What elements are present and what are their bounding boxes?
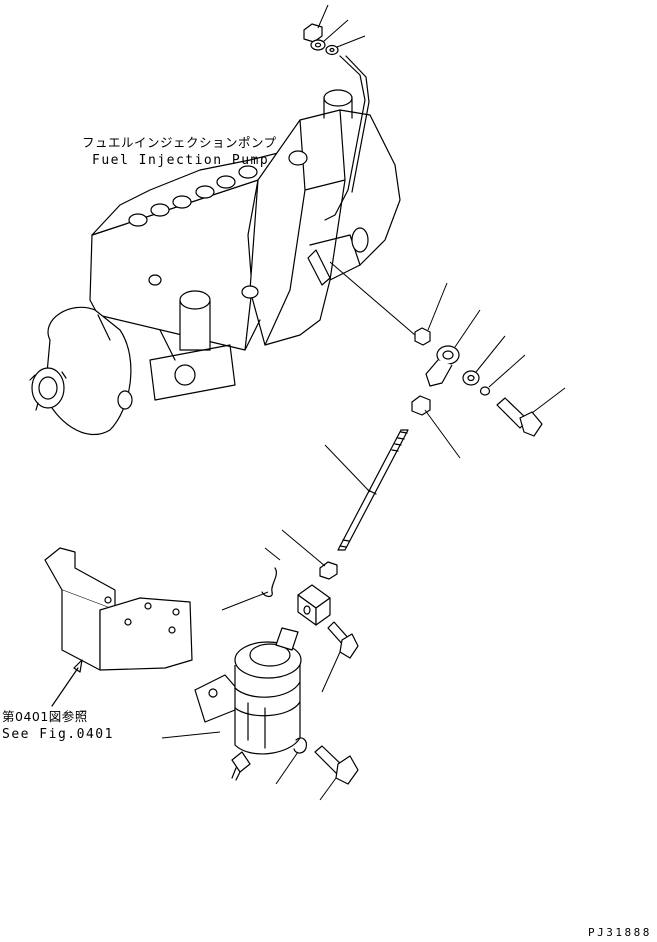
bracket-reference-jp: 第0401図参照 bbox=[2, 709, 88, 724]
ball-joint-washer bbox=[462, 335, 506, 386]
clevis-pin bbox=[321, 621, 359, 693]
spring-clip bbox=[221, 547, 281, 611]
ball-joint-nut bbox=[414, 282, 448, 346]
mounting-bolt bbox=[314, 745, 359, 801]
top-nut bbox=[303, 4, 329, 43]
drawing-code: PJ31888 bbox=[588, 926, 652, 939]
clevis-block bbox=[297, 584, 331, 626]
delivery-valves bbox=[128, 165, 258, 227]
lock-washer bbox=[275, 737, 307, 785]
bracket bbox=[44, 547, 193, 707]
pump-label-en: Fuel Injection Pump bbox=[92, 153, 270, 168]
top-washer-1 bbox=[310, 19, 349, 51]
fuel-injection-pump bbox=[29, 89, 401, 436]
bracket-reference-en: See Fig.0401 bbox=[2, 727, 114, 742]
threaded-rod bbox=[324, 429, 409, 551]
top-washer-2 bbox=[325, 35, 366, 56]
rod-nut bbox=[281, 529, 338, 580]
rod-end-nut bbox=[411, 395, 461, 459]
ball-joint-bolt bbox=[496, 387, 566, 437]
small-washer bbox=[479, 354, 526, 396]
ball-joint bbox=[425, 309, 481, 387]
pump-label-jp: フュエルインジェクションポンプ bbox=[82, 135, 277, 150]
solenoid-actuator bbox=[161, 627, 302, 781]
